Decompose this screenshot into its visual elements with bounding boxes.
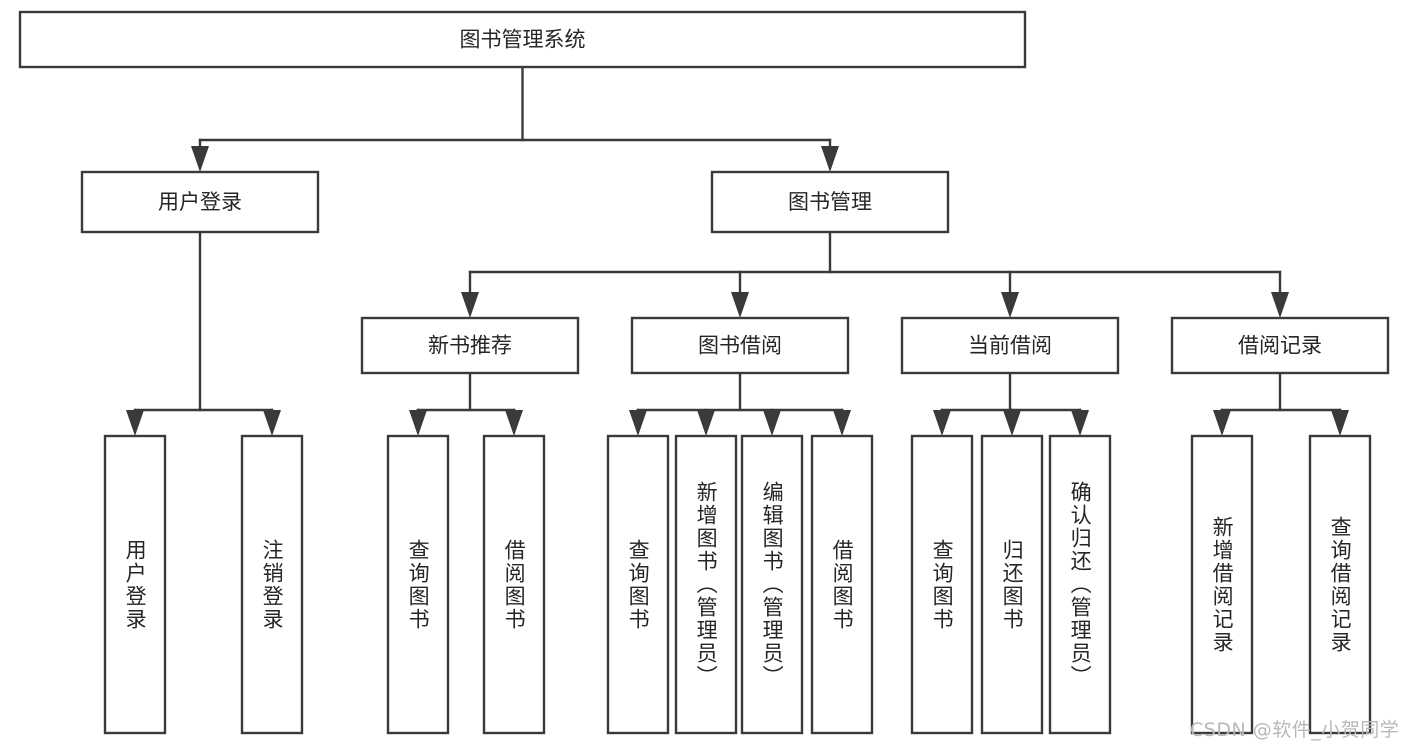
node-leaf-add-book[interactable] <box>674 434 738 735</box>
arrow-to-leaf-query-book-2 <box>629 410 647 436</box>
node-book-borrow-label: 图书借阅 <box>698 334 782 358</box>
arrow-to-leaf-query-book-3 <box>933 410 951 436</box>
arrow-to-borrow-record <box>1271 292 1289 318</box>
arrow-to-leaf-add-book <box>697 410 715 436</box>
arrow-to-current-borrow <box>1001 292 1019 318</box>
node-book-manage-label: 图书管理 <box>788 190 872 214</box>
node-leaf-query-book-1[interactable] <box>386 434 450 735</box>
arrow-to-leaf-return-book <box>1003 410 1021 436</box>
node-book-borrow[interactable] <box>630 316 850 375</box>
arrow-to-new-book-rec <box>461 292 479 318</box>
arrow-to-leaf-user-login <box>126 410 144 436</box>
node-leaf-add-record[interactable] <box>1190 434 1254 735</box>
node-root-label: 图书管理系统 <box>460 28 586 52</box>
arrow-to-leaf-query-record <box>1331 410 1349 436</box>
arrow-to-leaf-logout <box>263 410 281 436</box>
arrow-to-leaf-confirm-return <box>1071 410 1089 436</box>
csdn-watermark: CSDN @软件_小贺同学 <box>1190 719 1400 741</box>
node-leaf-user-login[interactable] <box>103 434 167 735</box>
arrow-to-user-login <box>191 146 209 172</box>
node-leaf-confirm-return[interactable] <box>1048 434 1112 735</box>
arrow-to-leaf-borrow-book-1 <box>505 410 523 436</box>
node-current-borrow-label: 当前借阅 <box>968 334 1052 358</box>
node-leaf-edit-book[interactable] <box>740 434 804 735</box>
node-borrow-record-label: 借阅记录 <box>1238 334 1322 358</box>
node-leaf-borrow-book-1[interactable] <box>482 434 546 735</box>
node-borrow-record[interactable] <box>1170 316 1390 375</box>
arrow-to-book-manage <box>821 146 839 172</box>
connector-layer <box>126 65 1349 436</box>
node-new-book-rec[interactable] <box>360 316 580 375</box>
node-book-manage[interactable] <box>710 170 950 234</box>
arrow-to-book-borrow <box>731 292 749 318</box>
node-leaf-query-record[interactable] <box>1308 434 1372 735</box>
node-root[interactable] <box>18 10 1027 69</box>
node-current-borrow[interactable] <box>900 316 1120 375</box>
arrow-to-leaf-edit-book <box>763 410 781 436</box>
node-new-book-rec-label: 新书推荐 <box>428 334 512 358</box>
node-leaf-query-book-2[interactable] <box>606 434 670 735</box>
node-leaf-return-book[interactable] <box>980 434 1044 735</box>
arrow-to-leaf-query-book-1 <box>409 410 427 436</box>
node-leaf-borrow-book-2[interactable] <box>810 434 874 735</box>
node-user-login[interactable] <box>80 170 320 234</box>
node-box-layer <box>18 10 1390 735</box>
arrow-to-leaf-add-record <box>1213 410 1231 436</box>
node-leaf-logout[interactable] <box>240 434 304 735</box>
node-leaf-query-book-3[interactable] <box>910 434 974 735</box>
node-user-login-label: 用户登录 <box>158 190 242 214</box>
arrow-to-leaf-borrow-book-2 <box>833 410 851 436</box>
